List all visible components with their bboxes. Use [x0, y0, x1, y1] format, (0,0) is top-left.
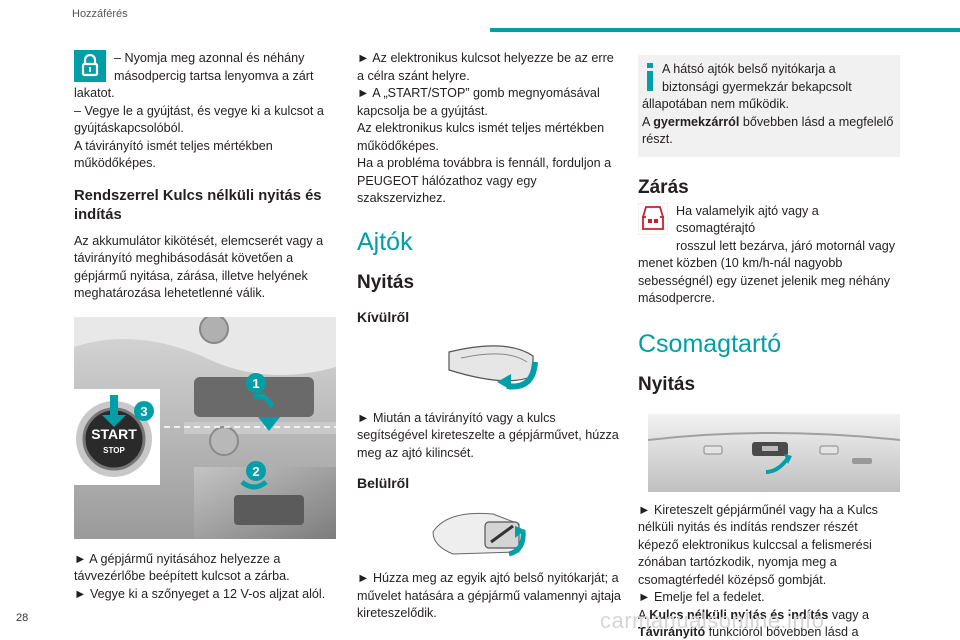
lock-instruction: – Nyomja meg azonnal és néhány másodperc… — [74, 50, 336, 103]
paragraph: ► Az elektronikus kulcsot helyezze be az… — [357, 51, 614, 83]
paragraph: ► Emelje fel a fedelet. — [638, 590, 765, 604]
note-crossref: A gyermekzárról bővebben lásd a megfelel… — [642, 114, 894, 147]
paragraph: Az elektronikus kulcs ismét teljes mérté… — [357, 121, 605, 153]
inner-handle-illustration — [432, 512, 526, 557]
warning-instruction: Ha valamelyik ajtó vagy a csomagtérajtó … — [638, 202, 900, 308]
start-stop-photo: START STOP 1 2 3 — [74, 313, 336, 539]
padlock-icon — [74, 50, 106, 82]
column-middle: ► Az elektronikus kulcsot helyezze be az… — [357, 50, 621, 623]
page-number: 28 — [16, 612, 29, 624]
crossref-keyless: Kulcs nélküli nyitás és indítás — [649, 607, 829, 622]
icon-line: másodpercig tartsa lenyomva a zárt — [114, 68, 314, 83]
outer-handle-illustration — [448, 344, 538, 390]
trunk-button-illustration — [647, 413, 900, 492]
subheading: Kívülről — [357, 308, 410, 325]
info-icon — [647, 63, 653, 91]
start-label: START — [91, 426, 137, 442]
paragraph: ► Húzza meg az egyik ajtó belső nyitókar… — [357, 571, 621, 620]
paragraph: ► Vegye ki a szőnyeget a 12 V-os aljzat … — [74, 586, 326, 601]
paragraph: ► A gépjármű nyitásához helyezze a távve… — [74, 551, 290, 584]
heading: Nyitás — [357, 271, 415, 293]
paragraph: – Vegye le a gyújtást, és vegye ki a kul… — [74, 103, 324, 136]
note-line: A hátsó ajtók belső nyitókarja a — [662, 62, 836, 76]
crossref-remote: Távirányító — [638, 625, 706, 639]
heading: Nyitás — [638, 373, 696, 395]
header-accent-bar — [490, 28, 960, 32]
subheading: Belülről — [357, 475, 410, 491]
column-left: – Nyomja meg azonnal és néhány másodperc… — [74, 50, 336, 603]
subheading: Rendszerrel Kulcs nélküli nyitás és indí… — [74, 187, 322, 223]
warning-line: Ha valamelyik ajtó vagy a csomagtérajtó — [676, 203, 819, 236]
paragraph: lakatot. — [74, 86, 115, 100]
callout-2: 2 — [252, 464, 259, 479]
paragraph: ► Kireteszelt gépjárműnél vagy ha a Kulc… — [638, 502, 878, 587]
column-right: A hátsó ajtók belső nyitókarja a biztons… — [638, 55, 900, 640]
watermark: carmanualsonline.info — [600, 608, 825, 633]
section-title: Csomagtartó — [638, 329, 782, 358]
paragraph: ► A „START/STOP” gomb megnyomásával kapc… — [357, 86, 600, 118]
callout-1: 1 — [252, 376, 259, 391]
paragraph: ► Miután a távirányító vagy a kulcs segí… — [357, 410, 619, 460]
info-note: A hátsó ajtók belső nyitókarja a biztons… — [638, 55, 900, 157]
stop-label: STOP — [103, 446, 125, 455]
paragraph: Ha a probléma továbbra is fennáll, fordu… — [357, 156, 612, 205]
note-line: állapotában nem működik. — [642, 97, 790, 111]
warning-line: rosszul lett bezárva, járó motornál vagy — [676, 238, 896, 253]
paragraph: menet közben (10 km/h-nál nagyobb sebess… — [638, 256, 891, 305]
running-header: Hozzáférés — [72, 8, 128, 20]
crossref-paragraph: A Kulcs nélküli nyitás és indítás vagy a… — [638, 607, 870, 640]
paragraph: Az akkumulátor kikötését, elemcserét vag… — [74, 233, 324, 301]
section-title: Ajtók — [357, 227, 413, 256]
crossref-link: gyermekzárról — [653, 114, 740, 129]
icon-line: – Nyomja meg azonnal és néhány — [114, 51, 305, 65]
door-warning-icon — [638, 202, 668, 235]
heading: Zárás — [638, 176, 689, 198]
note-line: biztonsági gyermekzár bekapcsolt — [662, 79, 852, 94]
paragraph: A távirányító ismét teljes mértékben műk… — [74, 138, 273, 171]
callout-3: 3 — [140, 404, 147, 419]
